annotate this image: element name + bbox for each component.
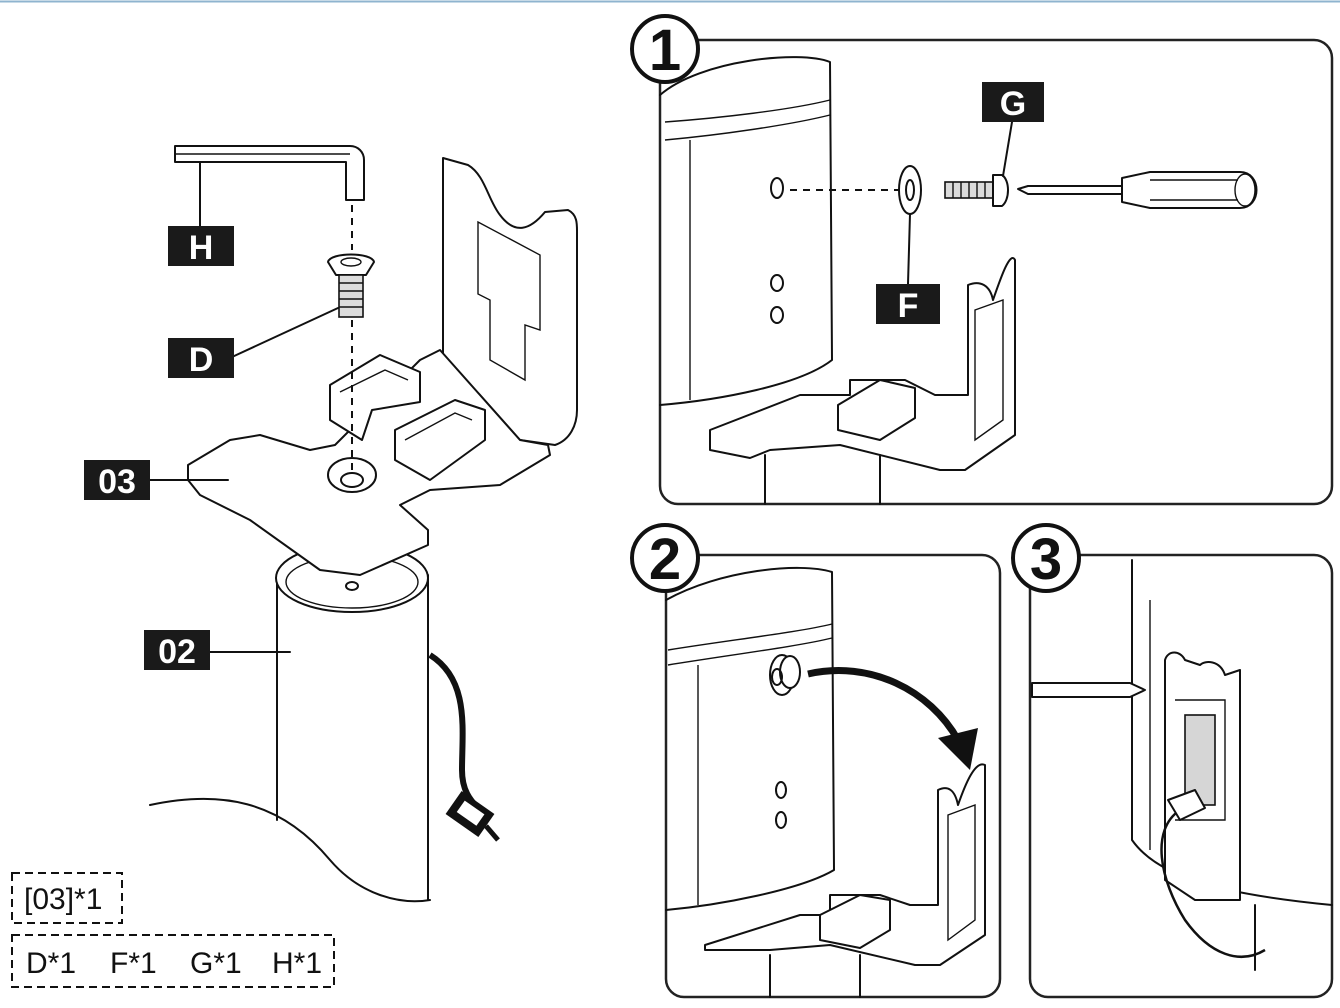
step-3-number: 3 (1030, 527, 1062, 592)
screwdriver-icon (1017, 171, 1258, 209)
label-G: G (982, 82, 1044, 123)
hex-key-H (174, 145, 365, 201)
screwdriver-tip (1031, 682, 1146, 698)
parts-F: F*1 (110, 947, 157, 980)
parts-G: G*1 (190, 947, 242, 980)
parts-H: H*1 (272, 947, 322, 980)
cable-plug-small (1167, 789, 1206, 821)
label-03: 03 (84, 460, 150, 501)
label-H: H (168, 226, 234, 267)
parts-bracket-count: [03]*1 (24, 883, 102, 916)
step-1-number: 1 (649, 18, 681, 83)
pole-02 (275, 543, 500, 901)
step-3-panel: 3 (1011, 523, 1334, 999)
arrow-icon (938, 728, 978, 770)
screw-D (327, 253, 375, 318)
parts-list: [03]*1 D*1 F*1 G*1 H*1 (11, 872, 335, 988)
step-1-panel: G F 1 (630, 14, 1334, 506)
svg-text:03: 03 (98, 463, 136, 501)
label-F: F (876, 284, 940, 325)
screw-G (944, 174, 1009, 207)
svg-text:G: G (1000, 85, 1026, 123)
washer-F (898, 165, 922, 215)
ground-curve (149, 797, 431, 903)
cable-plug (445, 791, 500, 842)
svg-text:H: H (189, 229, 214, 267)
svg-text:02: 02 (158, 633, 196, 671)
label-02: 02 (144, 630, 210, 671)
main-illustration: H D 03 02 [03]*1 D*1 F*1 G*1 H*1 (11, 145, 579, 988)
svg-text:F: F (898, 287, 919, 325)
parts-D: D*1 (26, 947, 76, 980)
step-2-panel: 2 (630, 523, 1002, 999)
label-D: D (168, 338, 234, 379)
step-2-number: 2 (649, 527, 681, 592)
svg-text:D: D (189, 341, 214, 379)
bracket-03 (187, 157, 579, 576)
installed-screw (769, 654, 801, 696)
